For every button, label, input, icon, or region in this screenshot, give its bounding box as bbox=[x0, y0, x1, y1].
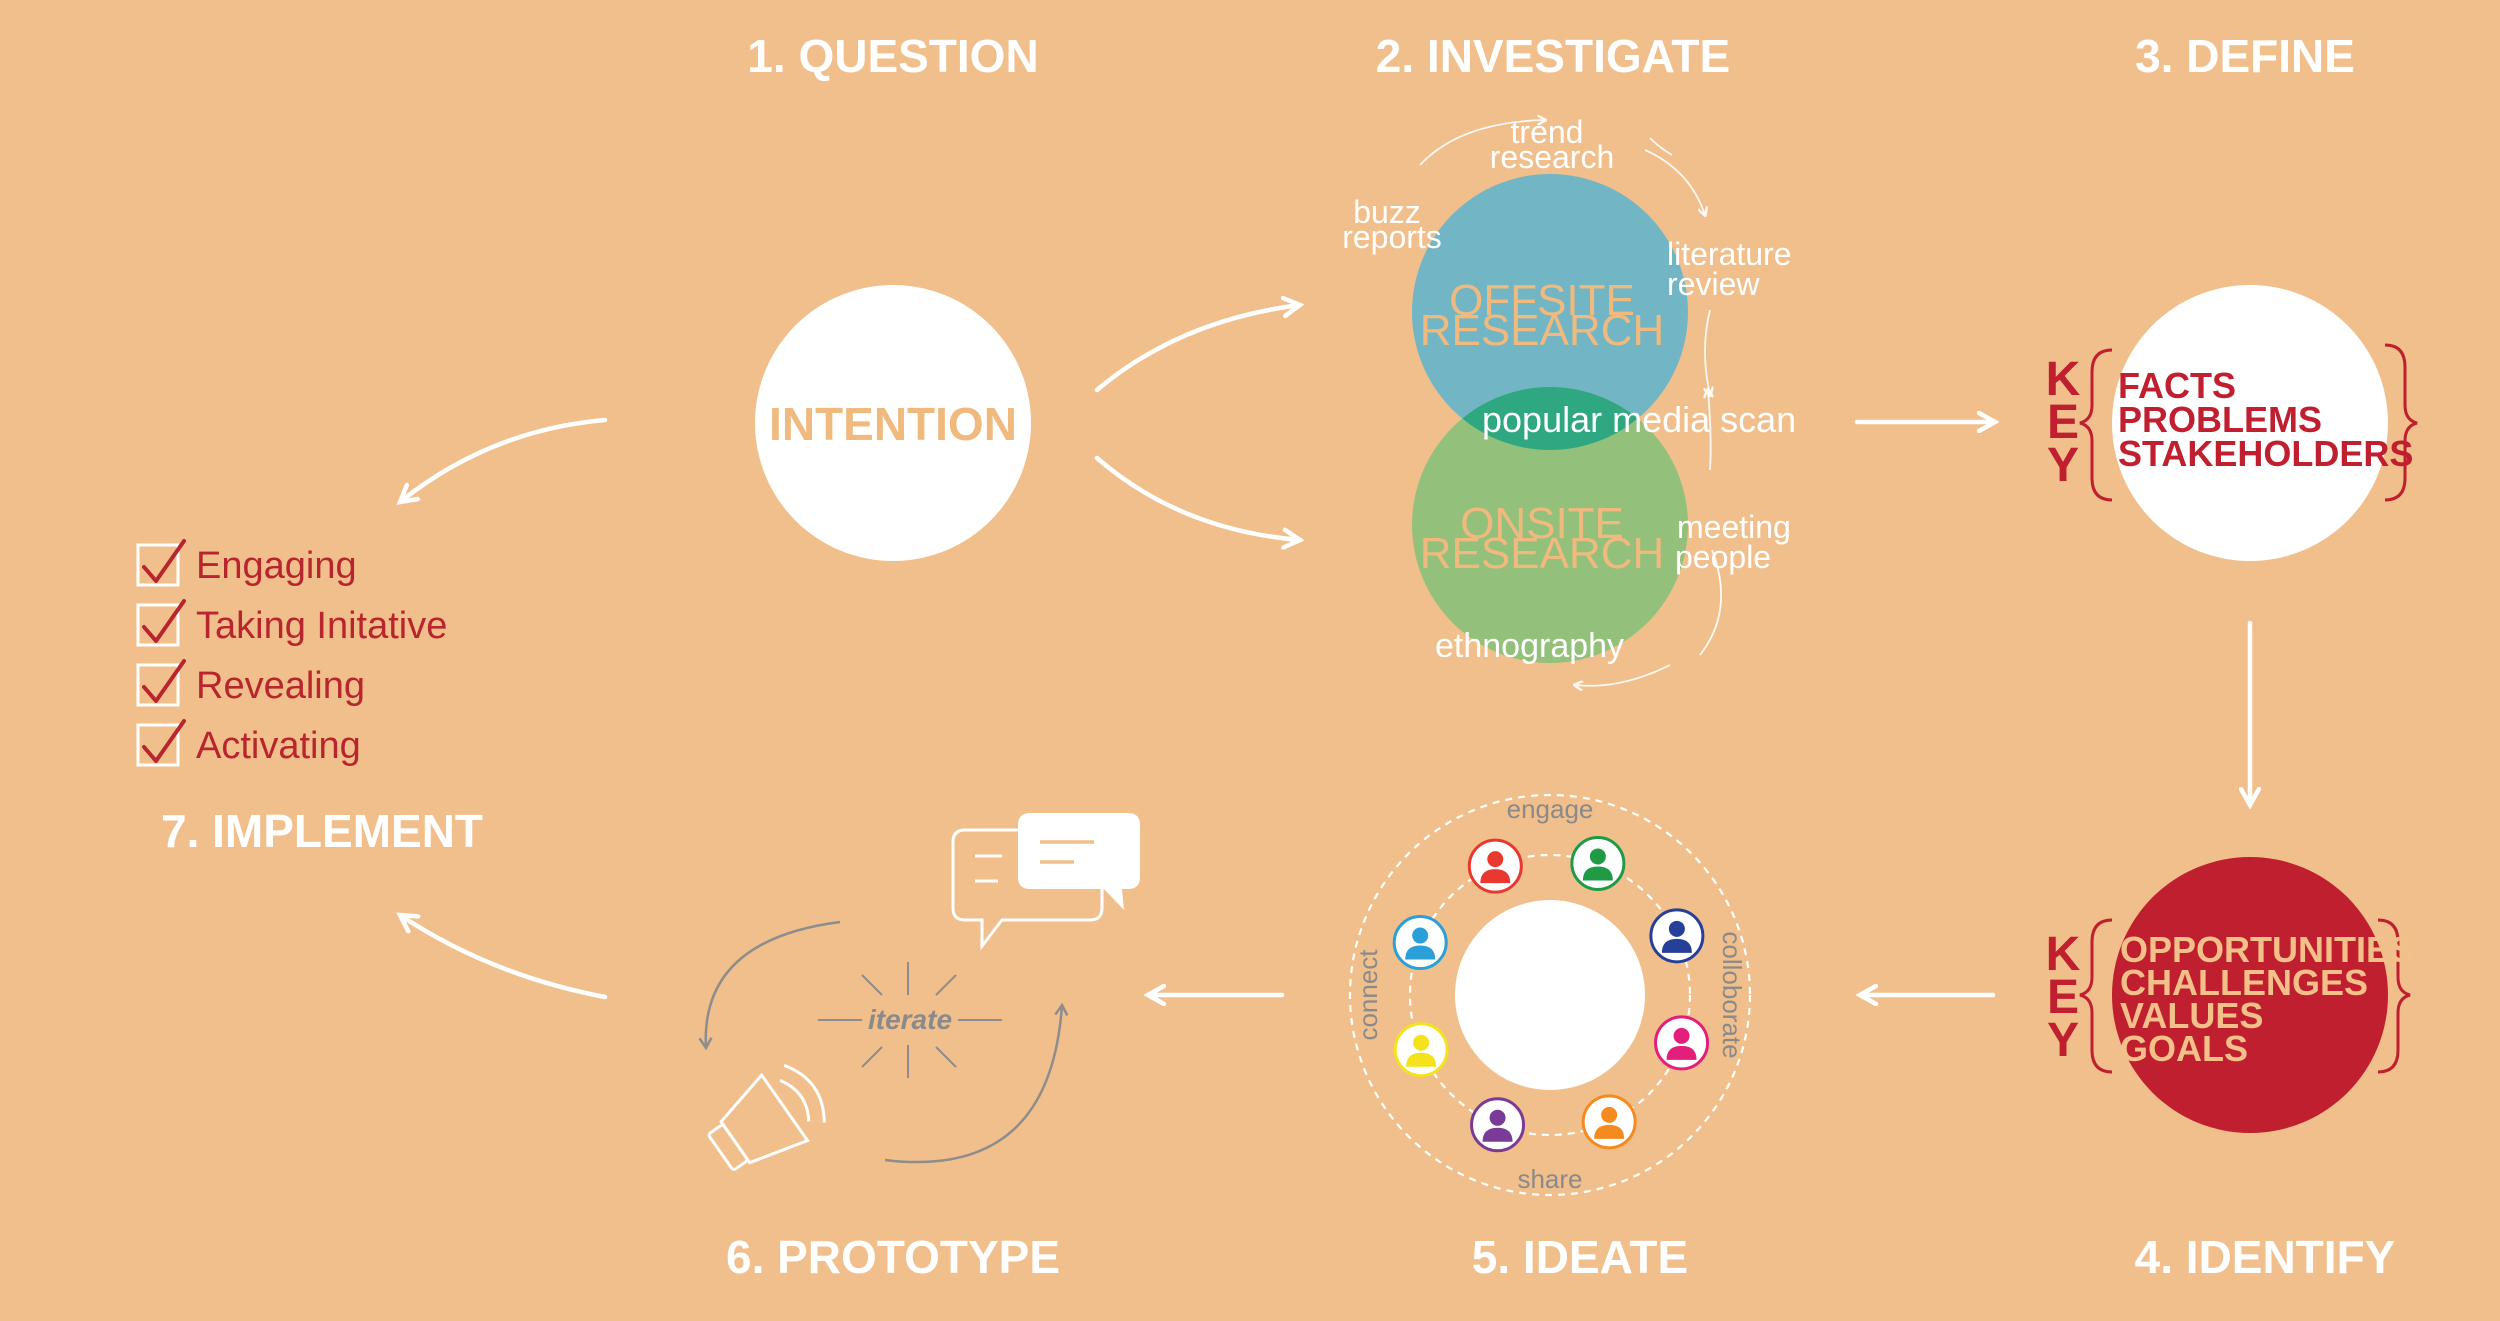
step-title-investigate: 2. INVESTIGATE bbox=[1376, 30, 1730, 82]
checklist-item: Engaging bbox=[136, 539, 357, 587]
define-key-letter-y: Y bbox=[2047, 439, 2079, 492]
checklist-item: Taking Initative bbox=[136, 599, 447, 647]
arrow-implement-from-question bbox=[400, 417, 608, 502]
identify-item-values: VALUES bbox=[2120, 995, 2263, 1036]
ideate-label-connect: connect bbox=[1353, 949, 1383, 1041]
define-close-brace bbox=[2384, 343, 2418, 502]
define-key-letter-k: K bbox=[2046, 353, 2081, 406]
chat-bubbles-icon bbox=[951, 813, 1140, 951]
method-meeting-line1: meeting bbox=[1677, 509, 1791, 545]
ideate-label-share: share bbox=[1517, 1164, 1582, 1194]
person-icon bbox=[1393, 1022, 1449, 1078]
define-item-problems: PROBLEMS bbox=[2118, 399, 2322, 440]
ideate-label-colloborate: colloborate bbox=[1717, 931, 1747, 1058]
step-title-implement: 7. IMPLEMENT bbox=[161, 805, 483, 857]
checklist-item-label: Engaging bbox=[196, 545, 357, 587]
research-method-loop: trend research buzz reports literature r… bbox=[1342, 114, 1792, 686]
checklist-item-label: Taking Initative bbox=[196, 605, 447, 647]
megaphone-icon bbox=[707, 1063, 826, 1171]
intention-circle bbox=[755, 285, 1031, 561]
onsite-circle bbox=[1412, 387, 1688, 663]
checklist-item: Revealing bbox=[136, 659, 365, 707]
arrow-question-to-onsite bbox=[1094, 455, 1300, 540]
method-buzz-line2: reports bbox=[1342, 219, 1442, 255]
person-icon bbox=[1570, 835, 1626, 891]
ideate-label-engage: engage bbox=[1507, 794, 1594, 824]
checkbox-icon bbox=[136, 723, 180, 767]
identify-open-brace bbox=[2079, 918, 2113, 1074]
step-title-identify: 4. IDENTIFY bbox=[2135, 1231, 2396, 1283]
checkmark-icon bbox=[142, 599, 186, 643]
arrow-prototype-to-implement bbox=[400, 915, 608, 1000]
checkbox-icon bbox=[136, 663, 180, 707]
step-title-define: 3. DEFINE bbox=[2135, 30, 2355, 82]
onsite-label-line1: ONSITE bbox=[1460, 499, 1624, 548]
method-trend-line2: research bbox=[1490, 139, 1615, 175]
identify-item-goals: GOALS bbox=[2120, 1028, 2248, 1069]
checkmark-icon bbox=[142, 719, 186, 763]
person-icon bbox=[1649, 908, 1705, 964]
identify-key-letter-y: Y bbox=[2047, 1014, 2079, 1067]
ideate-center-circle bbox=[1455, 900, 1645, 1090]
define-item-stakeholders: STAKEHOLDERS bbox=[2118, 433, 2413, 474]
offsite-circle bbox=[1412, 174, 1688, 450]
intention-label: INTENTION bbox=[769, 398, 1017, 450]
offsite-label-line2: RESEARCH bbox=[1420, 306, 1665, 355]
overlap-label: popular media scan bbox=[1482, 399, 1796, 440]
method-trend-line1: trend bbox=[1511, 114, 1584, 150]
define-key-letter-e: E bbox=[2047, 396, 2079, 449]
arrow-question-to-offsite bbox=[1094, 305, 1300, 393]
checklist-item: Activating bbox=[136, 719, 361, 767]
define-node: K E Y FACTS PROBLEMS STAKEHOLDERS bbox=[2046, 285, 2418, 561]
ideate-outer-ring bbox=[1348, 793, 1752, 1197]
ideate-inner-ring bbox=[1408, 853, 1692, 1137]
define-open-brace bbox=[2079, 348, 2113, 502]
iterate-arrow-left bbox=[698, 920, 841, 1051]
method-ethnography: ethnography bbox=[1435, 627, 1624, 665]
question-node: INTENTION bbox=[755, 285, 1031, 561]
step-title-question: 1. QUESTION bbox=[747, 30, 1038, 82]
onsite-label-line2: RESEARCH bbox=[1420, 529, 1665, 578]
person-icon bbox=[1392, 915, 1448, 971]
define-circle bbox=[2112, 285, 2388, 561]
checklist-item-label: Revealing bbox=[196, 665, 365, 707]
checklist-item-label: Activating bbox=[196, 725, 361, 767]
person-icon bbox=[1654, 1015, 1710, 1071]
checkbox-icon bbox=[136, 543, 180, 587]
ideate-people bbox=[1392, 835, 1710, 1153]
identify-circle bbox=[2112, 857, 2388, 1133]
person-icon bbox=[1470, 1097, 1526, 1153]
method-buzz-line1: buzz bbox=[1353, 194, 1421, 230]
step-title-prototype: 6. PROTOTYPE bbox=[726, 1231, 1060, 1283]
checkmark-icon bbox=[142, 539, 186, 583]
person-icon bbox=[1467, 838, 1523, 894]
identify-item-opportunities: OPPORTUNITIES bbox=[2120, 929, 2414, 970]
checkmark-icon bbox=[142, 659, 186, 703]
investigate-venn: OFFSITE RESEARCH ONSITE RESEARCH popular… bbox=[1412, 174, 1796, 663]
method-literature-line1: literature bbox=[1667, 236, 1792, 272]
ideate-node: engage share colloborate connect bbox=[1348, 793, 1752, 1197]
identify-key-letter-k: K bbox=[2046, 928, 2081, 981]
identify-key-letter-e: E bbox=[2047, 971, 2079, 1024]
offsite-label-line1: OFFSITE bbox=[1449, 276, 1635, 325]
identify-node: K E Y OPPORTUNITIES CHALLENGES VALUES GO… bbox=[2046, 857, 2414, 1133]
iterate-arrow-right bbox=[884, 1002, 1069, 1164]
identify-item-challenges: CHALLENGES bbox=[2120, 962, 2368, 1003]
prototype-node: iterate bbox=[698, 813, 1140, 1171]
identify-close-brace bbox=[2377, 918, 2411, 1074]
method-literature-line2: review bbox=[1667, 266, 1760, 302]
step-title-ideate: 5. IDEATE bbox=[1472, 1231, 1688, 1283]
define-item-facts: FACTS bbox=[2118, 365, 2236, 406]
checkbox-icon bbox=[136, 603, 180, 647]
person-icon bbox=[1581, 1094, 1637, 1150]
iterate-burst bbox=[818, 962, 1002, 1078]
iterate-label: iterate bbox=[868, 1004, 952, 1035]
method-meeting-line2: people bbox=[1675, 539, 1771, 575]
